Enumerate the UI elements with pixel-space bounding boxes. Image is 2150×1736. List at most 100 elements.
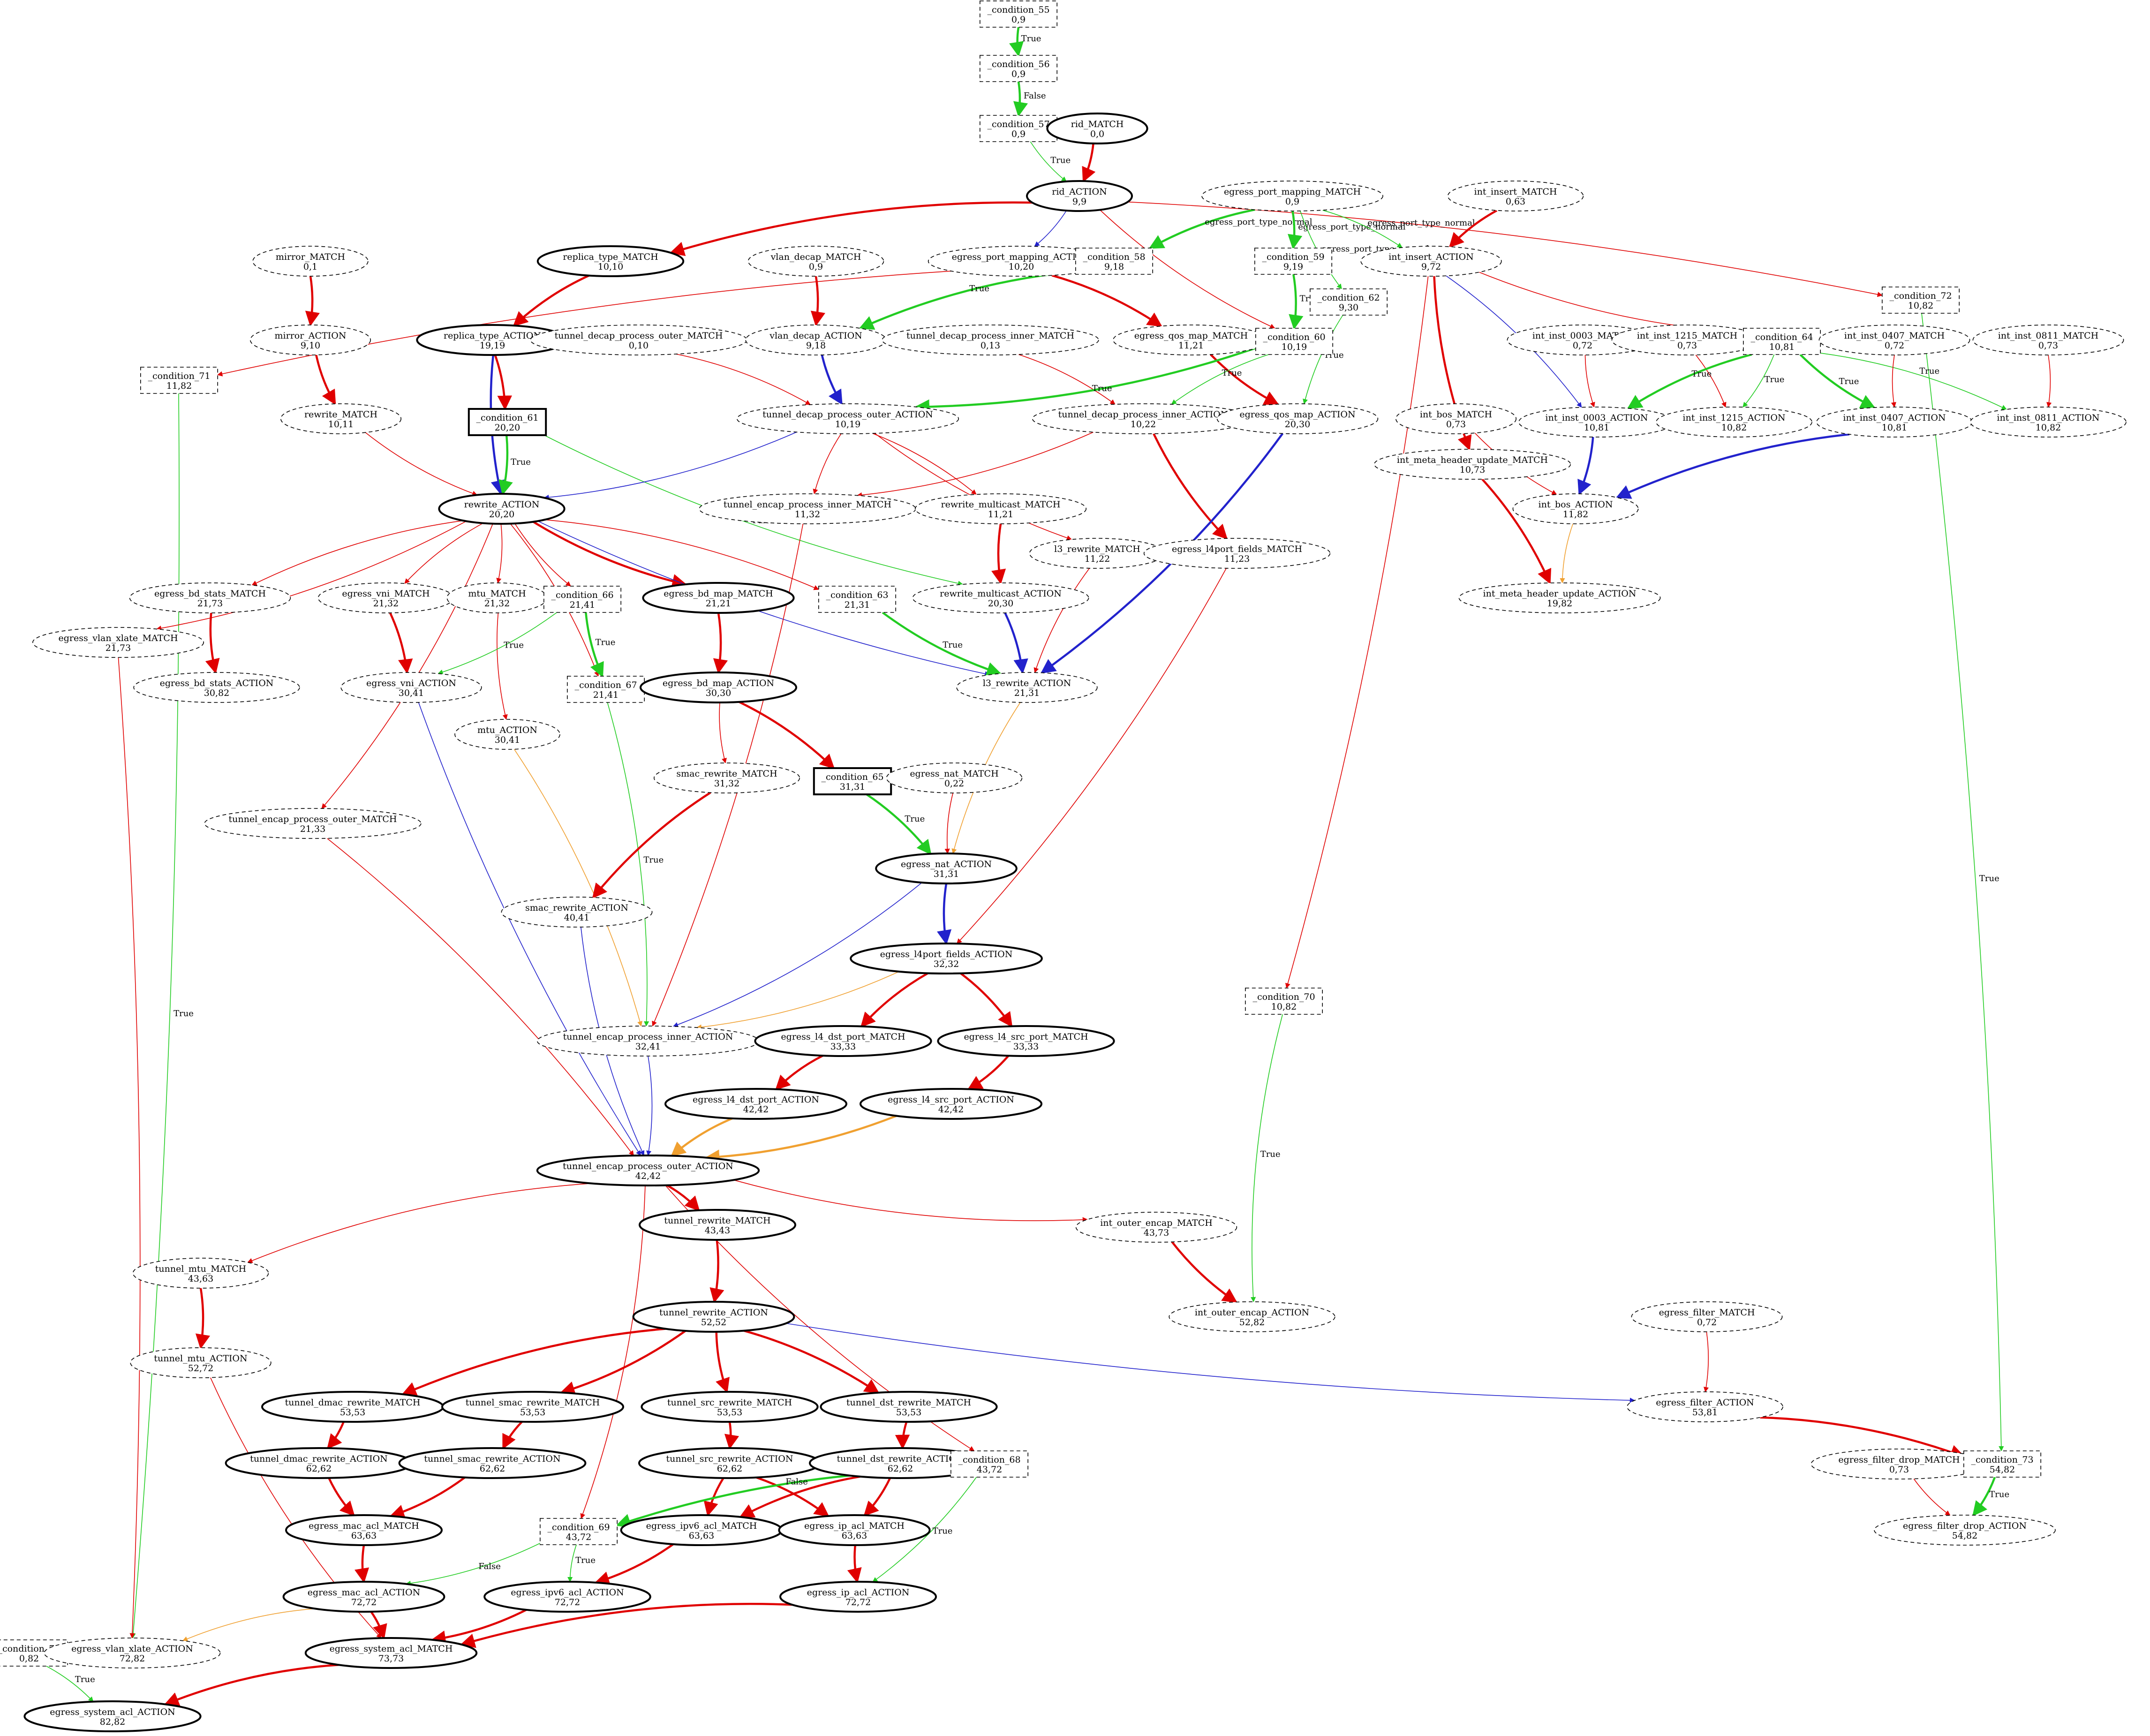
node-ellipse (454, 719, 560, 750)
edge-int_inst_1215_match-to-int_inst_1215_action (1695, 355, 1727, 408)
node-stage: 62,62 (306, 1464, 332, 1474)
edge-tunnel_rewrite_action-to-tsrc_match (715, 1331, 730, 1393)
node-name: tunnel_smac_rewrite_ACTION (424, 1454, 560, 1464)
node-ellipse (1075, 1212, 1237, 1243)
edge-int_inst_0407_action-to-int_bos_action (1615, 433, 1850, 499)
node-name: int_outer_encap_ACTION (1195, 1307, 1309, 1318)
edge-c66-to-c67 (585, 612, 604, 678)
node-stage: 0,72 (1697, 1317, 1717, 1328)
node-stage: 0,9 (809, 262, 823, 272)
node-name: egress_system_acl_MATCH (330, 1644, 453, 1654)
node-stage: 33,33 (830, 1042, 856, 1052)
edge-label: egress_port_type_normal (1298, 222, 1406, 232)
node-name: egress_mac_acl_ACTION (308, 1587, 420, 1598)
node-stage: 10,19 (835, 419, 860, 430)
node-ellipse (860, 1088, 1042, 1120)
edge-c73-to-efd_action (1972, 1477, 1996, 1517)
node-stage: 0,82 (19, 1653, 39, 1664)
node-c59: _condition_599,19 (1254, 248, 1333, 275)
node-name: l3_rewrite_MATCH (1054, 544, 1140, 554)
edge-c74-to-esys_acl_action (46, 1666, 94, 1702)
node-stage: 32,32 (934, 959, 959, 969)
node-stage: 30,41 (495, 735, 520, 745)
edge-tepo_action-to-int_outer_encap_match (733, 1179, 1088, 1223)
node-box (1075, 248, 1154, 275)
edge-label: True (575, 1555, 596, 1565)
node-stage: 10,82 (1908, 301, 1933, 311)
node-stage: 11,23 (1224, 554, 1250, 564)
edge-egress_nat_action-to-el4f_action (936, 883, 952, 945)
edge-label: True (1092, 384, 1112, 393)
edge-ebd_stats_match-to-ebd_stats_action (205, 612, 220, 674)
node-stage: 63,63 (842, 1531, 867, 1541)
node-name: int_bos_MATCH (1420, 409, 1492, 420)
edge-el4f_action-to-el4dst_match (860, 972, 928, 1028)
edge-evni_action-to-tepo_action (418, 702, 641, 1156)
node-stage: 30,30 (706, 688, 731, 698)
node-name: rid_ACTION (1052, 187, 1107, 197)
node-stage: 0,73 (1677, 340, 1697, 351)
node-ellipse (285, 1514, 443, 1546)
edge-c61-to-rewrite_action (498, 435, 513, 496)
edge-c72-to-c73 (1921, 313, 2004, 1452)
node-stage: 0,0 (1090, 129, 1104, 139)
node-stage: 11,22 (1085, 554, 1110, 564)
edge-eqm_match-to-eqm_action (1210, 354, 1279, 405)
node-stage: 10,81 (1584, 423, 1609, 433)
node-ellipse (1627, 1391, 1783, 1422)
node-stage: 30,82 (204, 688, 229, 698)
node-box (818, 586, 897, 613)
edge-emac_acl_action-to-evx_action (182, 1608, 315, 1642)
edge-rewrite_action-to-ebd_map_match (533, 521, 687, 589)
edge-esys_acl_match-to-esys_acl_action (164, 1664, 339, 1706)
node-name: tunnel_dmac_rewrite_MATCH (285, 1397, 421, 1408)
edge-c58-to-vlan_decap_action (859, 270, 1076, 330)
edge-int_outer_encap_match-to-int_outer_encap_action (1171, 1241, 1238, 1303)
node-stage: 0,9 (1011, 15, 1026, 25)
node-name: egress_vni_MATCH (342, 589, 430, 599)
node-ellipse (204, 808, 422, 839)
node-name: int_insert_MATCH (1474, 187, 1557, 197)
edge-rewrite_action-to-ebd_stats_match (251, 520, 463, 586)
edge-eipv6_acl_action-to-esys_acl_match (430, 1608, 527, 1645)
edge-c70-to-int_outer_encap_action (1251, 1014, 1283, 1303)
node-name: egress_nat_ACTION (901, 859, 992, 869)
edge-label: True (75, 1675, 95, 1684)
edge-tdpi_action-to-el4f_match (1153, 433, 1228, 540)
node-stage: 11,82 (1563, 509, 1588, 520)
edge-el4f_match-to-el4f_action (957, 568, 1227, 944)
node-name: rid_MATCH (1071, 119, 1124, 129)
edge-rid_action-to-c60 (1100, 209, 1275, 329)
node-ellipse (1396, 403, 1517, 434)
node-name: smac_rewrite_MATCH (676, 769, 777, 779)
node-box (980, 0, 1058, 28)
edge-epm_action-to-eqm_match (1051, 274, 1162, 327)
node-ellipse (1046, 113, 1148, 144)
edge-tdpo_action-to-l3_rewrite_match (875, 433, 1072, 541)
edge-evx_match-to-evx_action (118, 657, 141, 1639)
node-ellipse (639, 1209, 796, 1241)
node-stage: 42,42 (938, 1104, 964, 1115)
node-stage: 19,82 (1547, 598, 1572, 609)
node-stage: 10,11 (328, 419, 354, 430)
edge-tunnel_mtu_match-to-tunnel_mtu_action (195, 1288, 211, 1350)
edge-egress_filter_action-to-c73 (1760, 1416, 1965, 1459)
node-ellipse (882, 325, 1099, 355)
